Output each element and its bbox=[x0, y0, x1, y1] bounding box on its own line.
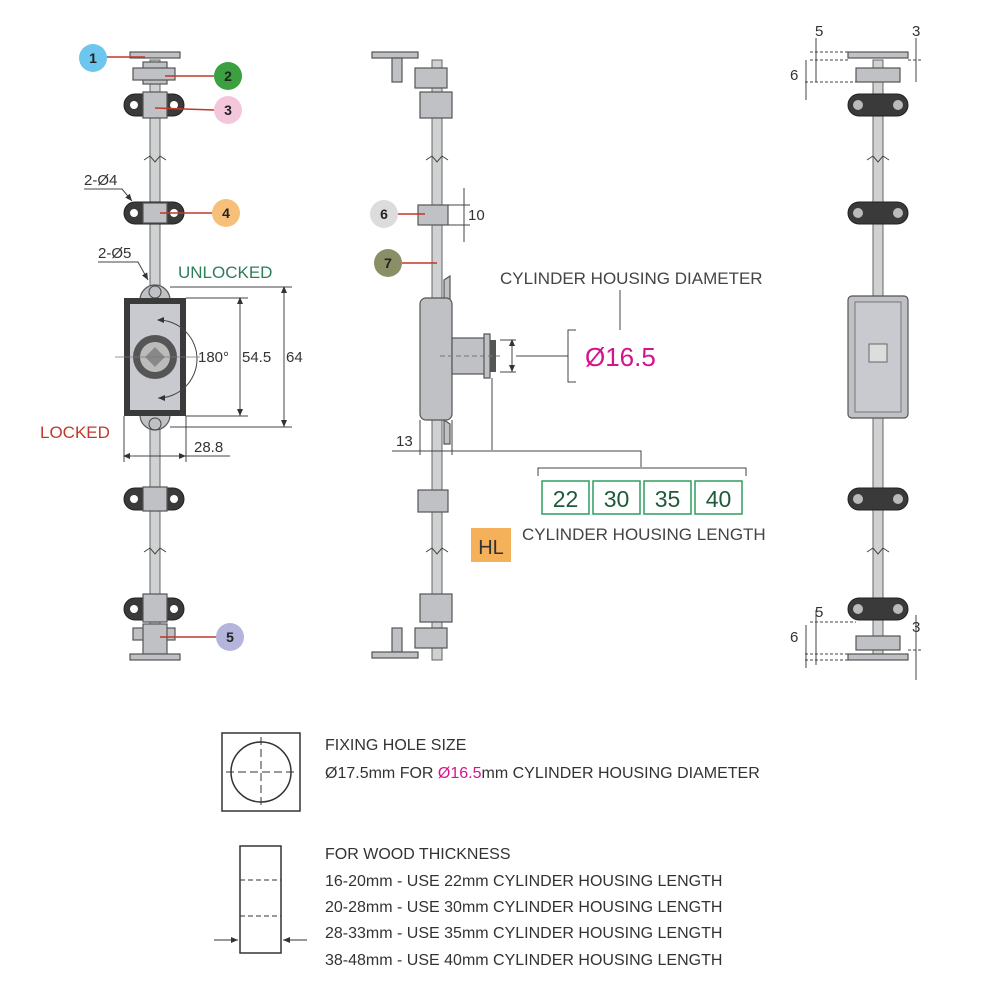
svg-text:4: 4 bbox=[222, 205, 230, 221]
callout-2: 2 bbox=[214, 62, 242, 90]
length-title: CYLINDER HOUSING LENGTH bbox=[522, 525, 766, 544]
wood-row: 38-48mm - USE 40mm CYLINDER HOUSING LENG… bbox=[325, 952, 722, 969]
wood-row: 16-20mm - USE 22mm CYLINDER HOUSING LENG… bbox=[325, 873, 722, 890]
length-options: 22 30 35 40 bbox=[541, 480, 743, 515]
fixing-hole-icon bbox=[221, 732, 301, 812]
length-option-40: 40 bbox=[694, 480, 743, 515]
svg-text:2: 2 bbox=[224, 68, 232, 84]
length-option-30: 30 bbox=[592, 480, 641, 515]
callout-6: 6 bbox=[370, 200, 398, 228]
fixing-title: FIXING HOLE SIZE bbox=[325, 737, 466, 754]
locked-label: LOCKED bbox=[40, 423, 110, 442]
unlocked-label: UNLOCKED bbox=[178, 263, 272, 282]
hole-5-label: 2-Ø5 bbox=[98, 245, 131, 262]
rear-dim-top-6: 6 bbox=[790, 67, 798, 84]
svg-text:35: 35 bbox=[655, 486, 681, 512]
svg-text:40: 40 bbox=[706, 486, 732, 512]
dim-54-5: 54.5 bbox=[242, 349, 271, 366]
wood-panel-icon bbox=[239, 845, 282, 954]
svg-text:6: 6 bbox=[380, 206, 388, 222]
rear-view: 5 3 6 5 3 6 bbox=[790, 23, 922, 680]
callout-3: 3 bbox=[214, 96, 242, 124]
svg-text:5: 5 bbox=[226, 629, 234, 645]
dim-28-8: 28.8 bbox=[194, 439, 223, 456]
wood-row: 20-28mm - USE 30mm CYLINDER HOUSING LENG… bbox=[325, 899, 722, 916]
callout-5: 5 bbox=[216, 623, 244, 651]
wood-title: FOR WOOD THICKNESS bbox=[325, 846, 511, 863]
svg-text:1: 1 bbox=[89, 50, 97, 66]
svg-text:7: 7 bbox=[384, 255, 392, 271]
angle-label: 180° bbox=[198, 349, 229, 366]
svg-text:HL: HL bbox=[478, 537, 504, 559]
rear-dim-top-5: 5 bbox=[815, 23, 823, 40]
callout-7: 7 bbox=[374, 249, 402, 277]
dim-13: 13 bbox=[396, 433, 413, 450]
length-option-22: 22 bbox=[541, 480, 590, 515]
fixing-text: Ø17.5mm FOR Ø16.5mm CYLINDER HOUSING DIA… bbox=[325, 765, 760, 782]
fixing-hole-note: FIXING HOLE SIZE Ø17.5mm FOR Ø16.5mm CYL… bbox=[221, 732, 760, 812]
rod-keeper bbox=[417, 204, 449, 226]
diameter-value: Ø16.5 bbox=[585, 342, 656, 372]
side-view: 10 13 CYLINDER HOUSING DIAMETER Ø16.5 CY… bbox=[371, 51, 766, 661]
callout-1: 1 bbox=[79, 44, 107, 72]
dim-64: 64 bbox=[286, 349, 303, 366]
front-view: 2-Ø4 2-Ø5 UNLOCKED LOCKED 180° 54.5 64 2… bbox=[40, 51, 303, 661]
rear-dim-bot-5: 5 bbox=[815, 604, 823, 621]
lock-housing bbox=[419, 297, 453, 421]
length-option-35: 35 bbox=[643, 480, 692, 515]
hole-4-label: 2-Ø4 bbox=[84, 172, 117, 189]
handle-top bbox=[129, 51, 181, 59]
break-mark bbox=[143, 155, 167, 163]
wood-row: 28-33mm - USE 35mm CYLINDER HOUSING LENG… bbox=[325, 925, 722, 942]
svg-text:30: 30 bbox=[604, 486, 630, 512]
rear-dim-bot-3: 3 bbox=[912, 619, 920, 636]
dim-10: 10 bbox=[468, 207, 485, 224]
svg-text:3: 3 bbox=[224, 102, 232, 118]
rear-dim-bot-6: 6 bbox=[790, 629, 798, 646]
rear-dim-top-3: 3 bbox=[912, 23, 920, 40]
wood-thickness-note: FOR WOOD THICKNESS 16-20mm - USE 22mm CY… bbox=[214, 845, 722, 969]
svg-text:22: 22 bbox=[553, 486, 579, 512]
hl-badge: HL bbox=[471, 528, 511, 562]
diameter-title: CYLINDER HOUSING DIAMETER bbox=[500, 269, 763, 288]
callout-4: 4 bbox=[212, 199, 240, 227]
